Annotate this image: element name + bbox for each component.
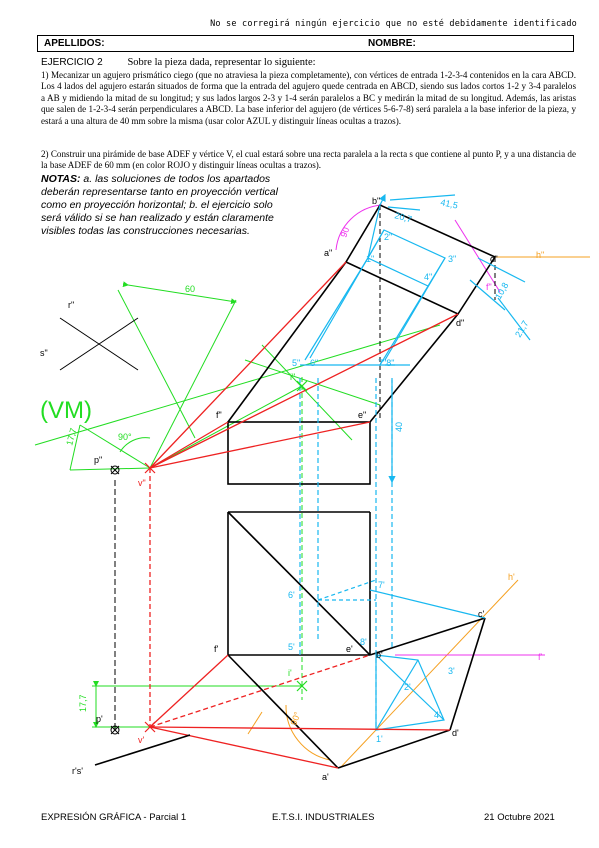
exercise-number: EJERCICIO 2 xyxy=(41,57,103,68)
identification-box: APELLIDOS: NOMBRE: xyxy=(37,35,574,52)
label-p-h: p' xyxy=(96,714,103,724)
label-rs-h: r's' xyxy=(72,766,83,776)
label-h-h: h' xyxy=(508,572,515,582)
label-r-v: r" xyxy=(68,300,74,310)
exercise-paragraph-1: 1) Mecanizar un agujero prismático ciego… xyxy=(41,70,576,126)
label-1-h: 1' xyxy=(376,734,383,744)
notes-label: NOTAS: xyxy=(41,173,81,185)
label-2-h: 2' xyxy=(404,682,411,692)
footer-date: 21 Octubre 2021 xyxy=(484,812,555,823)
dim-90-magenta: 90 xyxy=(338,226,351,239)
nombre-label: NOMBRE: xyxy=(368,38,416,49)
point-markers xyxy=(110,465,120,735)
label-b-v: b" xyxy=(372,196,380,206)
label-5-h: 5' xyxy=(288,642,295,652)
dim-90-green: 90° xyxy=(118,432,132,442)
dim-90-orange: 90° xyxy=(288,710,302,727)
dim-20-7: 20,7 xyxy=(393,210,413,224)
label-4-v: 4" xyxy=(424,272,432,282)
exercise-title: Sobre la pieza dada, representar lo sigu… xyxy=(127,57,316,68)
label-6-h: 6' xyxy=(288,590,295,600)
label-c-v: c" xyxy=(490,254,498,264)
label-a-h: a' xyxy=(322,772,329,782)
label-f-magenta-h: f' xyxy=(538,652,543,662)
label-4-h: 4' xyxy=(434,710,441,720)
label-3-v: 3" xyxy=(448,254,456,264)
dim-17-7-bottom: 17,7 xyxy=(78,694,88,712)
label-b-h: b' xyxy=(376,650,383,660)
footer-course: EXPRESIÓN GRÁFICA - Parcial 1 xyxy=(41,812,187,823)
label-s-v: s" xyxy=(40,348,48,358)
label-1-v: 1" xyxy=(366,254,374,264)
label-f-v: f" xyxy=(216,410,222,420)
label-5-v: 5" xyxy=(292,358,300,368)
identification-warning: No se corregirá ningún ejercicio que no … xyxy=(210,19,577,29)
notes-text: a. las soluciones de todos los apartados… xyxy=(41,173,278,237)
label-d-v: d" xyxy=(456,318,464,328)
apellidos-label: APELLIDOS: xyxy=(44,38,105,49)
label-8-h: 8' xyxy=(360,637,367,647)
orange-lines xyxy=(247,256,590,769)
label-2-v: 2" xyxy=(384,232,392,242)
label-h-v: h" xyxy=(536,250,544,260)
dim-10-8: 10,8 xyxy=(493,281,510,301)
label-v-h: v' xyxy=(138,735,145,745)
exercise-heading: EJERCICIO 2 Sobre la pieza dada, represe… xyxy=(41,57,316,68)
label-c-h: c' xyxy=(478,609,485,619)
vm-label: (VM) xyxy=(40,397,92,424)
label-d-h: d' xyxy=(452,728,459,738)
dim-17-7-top: 17,7 xyxy=(64,427,78,447)
dim-40: 40 xyxy=(394,422,404,432)
label-i-h: i' xyxy=(288,668,292,678)
label-f-magenta-v: f" xyxy=(486,282,492,292)
label-p-v: p" xyxy=(94,455,102,465)
label-78-v: 7"8" xyxy=(378,358,394,368)
label-6-v: 6" xyxy=(310,358,318,368)
exercise-paragraph-2: 2) Construir una pirámide de base ADEF y… xyxy=(41,149,576,171)
label-i-v: i" xyxy=(290,372,295,382)
piece-horizontal-projection xyxy=(227,511,486,769)
label-7-h: 7' xyxy=(378,580,385,590)
label-f-h: f' xyxy=(214,644,219,654)
label-e-v: e" xyxy=(358,410,366,420)
notes-block: NOTAS: a. las soluciones de todos los ap… xyxy=(41,173,281,238)
blue-hole xyxy=(299,193,531,731)
footer-school: E.T.S.I. INDUSTRIALES xyxy=(272,812,375,823)
label-v-v: v" xyxy=(138,478,146,488)
green-construction xyxy=(34,281,441,728)
magenta-lines xyxy=(335,204,545,656)
label-e-h: e' xyxy=(346,644,353,654)
dim-41-5: 41,5 xyxy=(440,197,459,210)
label-3-h: 3' xyxy=(448,666,455,676)
dim-60: 60 xyxy=(185,284,195,294)
label-a-v: a" xyxy=(324,248,332,258)
red-pyramid xyxy=(149,261,459,769)
